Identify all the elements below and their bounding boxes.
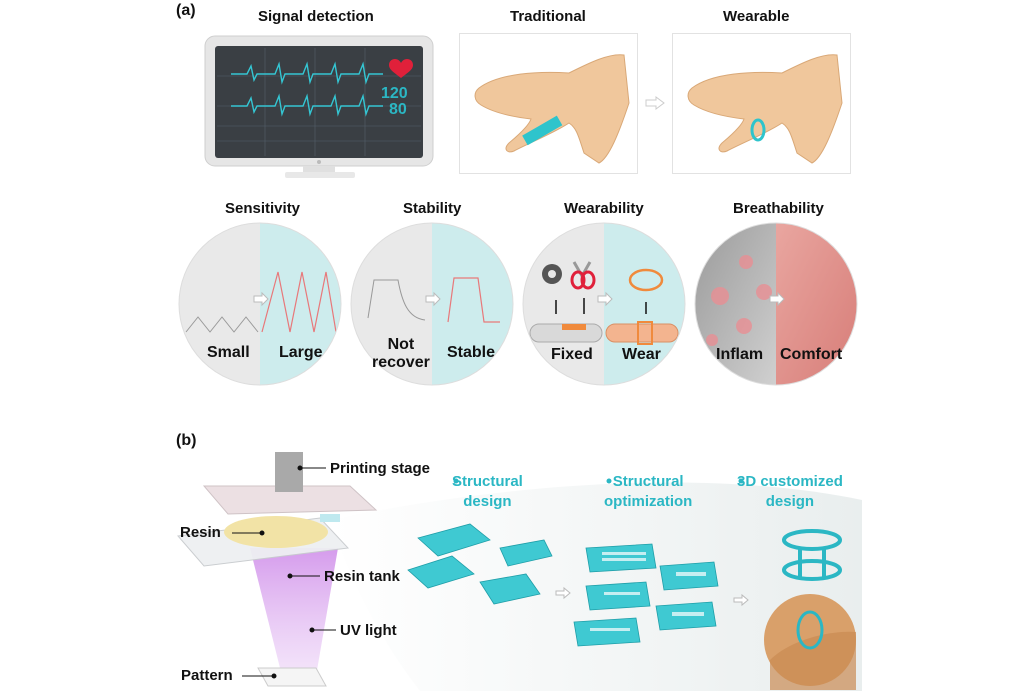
panel-b-tag: (b) — [176, 432, 197, 449]
arrow-icon — [733, 593, 749, 607]
sensitivity-circle — [178, 222, 342, 386]
step-structural-design-line2: design — [463, 493, 512, 510]
wearability-right-label: Wear — [622, 346, 661, 363]
traditional-hand-illustration — [459, 33, 638, 174]
heart-icon — [389, 59, 413, 78]
traditional-title: Traditional — [510, 8, 586, 25]
step-structural-design-line1: Structural — [452, 473, 523, 490]
monitor-value-top: 120 — [381, 85, 408, 102]
ecg-monitor — [204, 35, 434, 178]
property-title-sensitivity: Sensitivity — [225, 200, 301, 217]
breathability-right-label: Comfort — [780, 346, 843, 363]
property-title-stability: Stability — [403, 200, 462, 217]
ring-icon — [628, 268, 664, 292]
step-3d-customized-design-line2: design — [765, 493, 815, 510]
property-title-wearability: Wearability — [564, 200, 644, 217]
signal-detection-title: Signal detection — [258, 8, 374, 25]
breathability-left-label: Inflam — [716, 346, 764, 363]
step-structural-optimization: Structural optimization — [604, 472, 692, 512]
sensitivity-left-label: Small — [207, 344, 250, 361]
monitor-value-bottom: 80 — [389, 101, 407, 118]
step-structural-optimization-line2: optimization — [604, 493, 693, 510]
stability-circle — [350, 222, 514, 386]
wearability-left-label: Fixed — [551, 346, 593, 363]
uv-light-label: UV light — [340, 622, 397, 639]
step-3d-customized-design: 3D customized design — [737, 472, 843, 512]
ring-3d-icon — [782, 529, 842, 581]
stability-left-label: Not recover — [372, 336, 430, 371]
panel-a-tag: (a) — [176, 2, 196, 19]
resin-tank-label: Resin tank — [324, 568, 400, 585]
breathability-circle — [694, 222, 858, 386]
resin-label: Resin — [180, 524, 221, 541]
printing-stage-label: Printing stage — [330, 460, 431, 477]
step-3d-customized-design-line1: 3D customized — [737, 473, 843, 490]
stability-right-label: Stable — [447, 344, 496, 361]
arrow-icon — [645, 96, 665, 110]
pattern-label: Pattern — [181, 667, 233, 684]
step-structural-design: Structural design — [452, 472, 523, 512]
wearable-title: Wearable — [723, 8, 790, 25]
wearable-hand-illustration — [672, 33, 851, 174]
wearability-circle — [522, 222, 686, 386]
step-structural-optimization-line1: Structural — [612, 473, 684, 490]
sensitivity-right-label: Large — [279, 344, 323, 361]
property-title-breathability: Breathability — [733, 200, 824, 217]
arrow-icon — [555, 586, 571, 600]
